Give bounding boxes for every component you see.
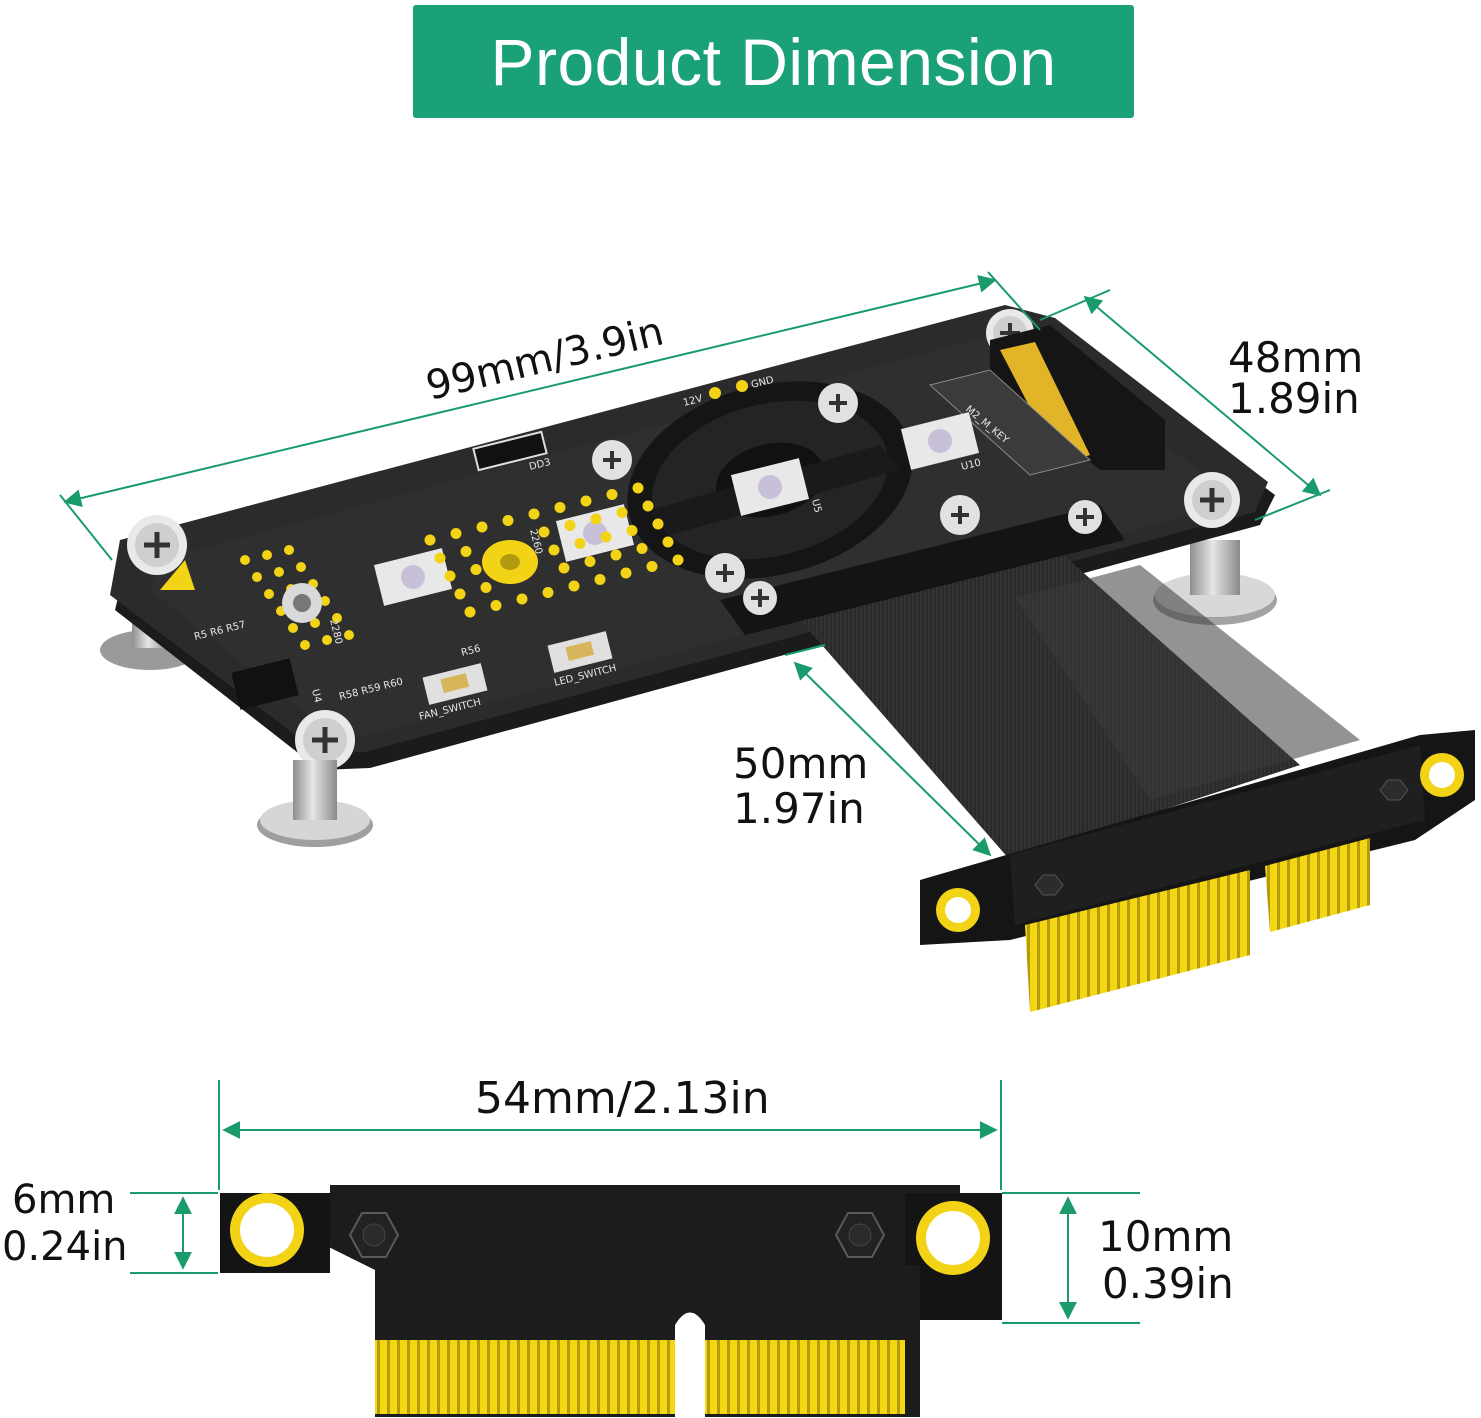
tab-height-mm-label: 6mm [12,1177,115,1223]
gold-pad [606,489,618,500]
screw-icon [1184,472,1240,528]
banner-title: Product Dimension [490,24,1057,99]
gold-pad [642,500,654,512]
ic-chip [231,658,299,710]
gold-pad-grid [240,482,684,650]
gold-pad [240,555,250,565]
pcie-card-isometric [920,730,1475,1012]
board-width-in-label: 1.89in [1228,374,1360,423]
gold-pad [516,593,528,605]
bracket-width-label: 54mm/2.13in [475,1073,770,1124]
mounting-hole-icon [916,1201,990,1275]
gold-pad [480,582,492,593]
esd-warning-icon [160,560,195,590]
screw-icon [705,553,745,593]
gold-pad [620,567,632,579]
gold-pad [574,538,586,549]
bracket-height-dimension-line [1002,1192,1140,1324]
board-length-label: 99mm/3.9in [422,308,668,409]
gold-pad [538,526,550,538]
gold-pad [476,521,488,533]
cable-length-in-label: 1.97in [733,784,865,833]
gold-pad [264,589,274,599]
screw-icon [127,515,187,575]
width-dimension-line [1039,289,1331,521]
board-width-mm-label: 48mm [1228,333,1363,382]
switch-resistor-label: R56 [460,643,482,658]
bracket-width-dimension-line [218,1080,1002,1190]
gold-pad [600,531,612,543]
gold-pad [490,600,502,611]
gold-pad [594,574,606,585]
ribbon-cable [720,500,1360,860]
screw-icon [940,495,980,535]
gold-pad [636,543,648,554]
gold-pad [464,606,476,618]
cable-dimension-line [784,644,992,857]
gold-pad [610,549,622,561]
gold-pad [626,525,638,536]
gold-pad [344,630,354,640]
gold-pad [590,513,602,525]
gold-pad [450,528,462,539]
tab-height-in-label: 0.24in [2,1224,128,1270]
gold-pad [296,562,306,572]
length-dimension-line [59,271,1041,561]
gold-pad [322,635,332,645]
gold-pad [310,618,320,628]
screw-icon [592,440,632,480]
gold-pad [568,580,580,592]
gold-pad [662,536,674,548]
left-mount-hole [282,583,322,623]
gold-pad [646,561,658,572]
led-switch [547,631,613,673]
gold-pad [332,613,342,623]
pcie-card-front-view [220,1185,1002,1418]
gold-pad [284,545,294,555]
gold-pad [616,507,628,518]
screw-icon [818,383,858,423]
gold-pad [252,572,262,582]
gold-pad [548,544,560,556]
gold-pad [434,552,446,564]
screw-icon [295,710,355,770]
gold-pad [300,640,310,650]
gold-pad [288,623,298,633]
gold-pad [262,550,272,560]
gold-pad [528,508,540,520]
gold-pad [502,515,514,526]
gold-pad [542,587,554,598]
hex-nut-icon [348,1212,400,1258]
hex-nut-icon [834,1212,886,1258]
gold-pad [470,564,482,575]
chip-label: U4 [309,688,323,704]
gold-pad [320,596,330,606]
gold-pad [460,546,472,557]
bracket-height-in-label: 0.39in [1102,1259,1234,1308]
gold-pad [564,520,576,531]
standoff-front-left [257,760,373,847]
gold-pad [274,567,284,577]
fan-switch [422,663,488,705]
gold-pad [632,482,644,494]
title-banner: Product Dimension [413,5,1134,118]
gold-pad [580,495,592,507]
led-chip [373,548,453,606]
gold-pad [444,570,456,582]
gold-pad [424,534,436,546]
gold-pad [454,588,466,600]
gold-pad [558,562,570,574]
mounting-hole-icon [230,1193,304,1267]
gold-pad [584,556,596,567]
gold-pad [554,502,566,513]
gold-pad [672,554,684,566]
bracket-height-mm-label: 10mm [1098,1212,1233,1261]
center-mount [482,540,538,584]
gold-pad [652,518,664,530]
tab-height-dimension-line [130,1192,218,1274]
cable-length-mm-label: 50mm [733,739,868,788]
